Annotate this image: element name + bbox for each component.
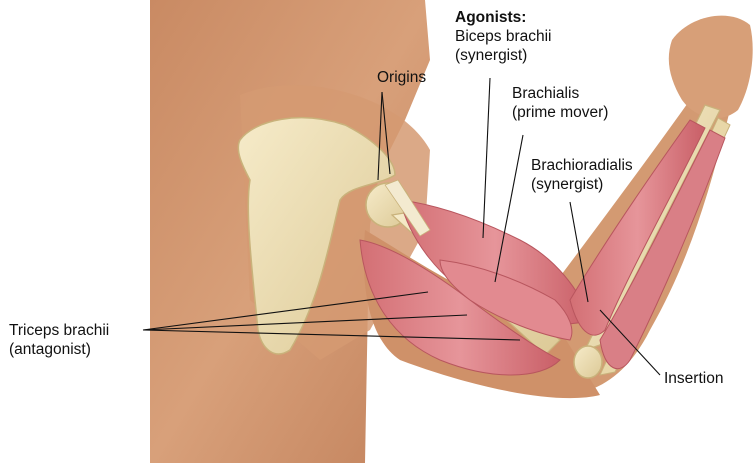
brachialis-label: Brachialis (prime mover) [512,84,608,122]
biceps-name: Biceps brachii [455,27,552,46]
origins-label: Origins [377,68,426,87]
brachioradialis-label: Brachioradialis (synergist) [531,156,633,194]
triceps-role: (antagonist) [9,340,109,359]
elbow-joint [574,346,602,378]
insertion-text: Insertion [664,369,723,388]
brachialis-name: Brachialis [512,84,608,103]
triceps-label: Triceps brachii (antagonist) [9,321,109,359]
brachioradialis-name: Brachioradialis [531,156,633,175]
brachialis-role: (prime mover) [512,103,608,122]
triceps-name: Triceps brachii [9,321,109,340]
brachioradialis-role: (synergist) [531,175,633,194]
insertion-label: Insertion [664,369,723,388]
biceps-role: (synergist) [455,46,552,65]
biceps-line [483,78,490,238]
agonists-heading: Agonists: [455,8,552,27]
agonists-label: Agonists: Biceps brachii (synergist) [455,8,552,65]
origins-text: Origins [377,68,426,87]
fist [669,16,753,118]
